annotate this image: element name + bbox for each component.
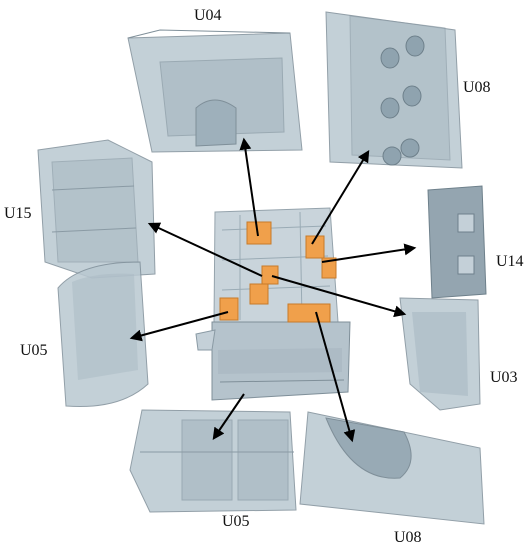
arrow-to-u14 [321,243,417,263]
highlight-block [219,221,337,323]
arrow-to-u15 [147,222,263,277]
part-u15 [37,139,156,279]
part-u03 [399,297,481,411]
label-u05-left: U05 [20,342,48,359]
arrow-to-u03 [271,275,407,318]
part-u05-bottom [129,409,297,513]
arrow-to-u08-top [311,149,370,245]
part-u14 [427,185,487,299]
arrow-to-u05-left [129,311,229,342]
part-u08-bottom [299,411,485,525]
label-u03: U03 [490,369,518,386]
label-u05-bottom: U05 [222,513,250,530]
label-u08-top: U08 [463,79,491,96]
label-u15: U15 [4,205,32,222]
arrow-to-u04 [239,137,259,237]
label-u04: U04 [194,7,222,24]
part-u05-left [57,261,149,407]
arrow-to-u05-bottom [212,393,245,440]
part-u04 [127,29,303,153]
arrows [129,137,417,443]
label-u14: U14 [496,253,524,270]
arrow-to-u08-bottom [315,311,356,443]
part-u08-top [325,11,463,169]
central-assembly [195,207,351,401]
label-u08-bottom: U08 [394,529,422,546]
